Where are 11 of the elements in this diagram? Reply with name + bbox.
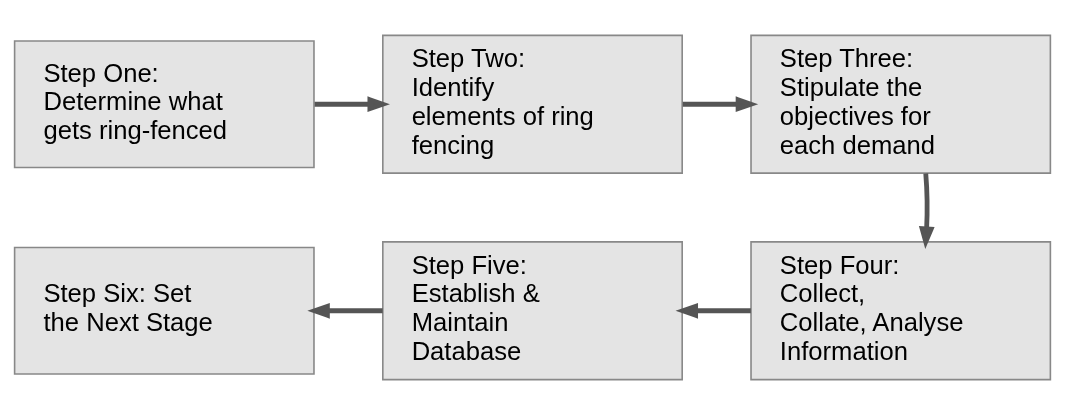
node-box: Step One: Determine what gets ring-fenced bbox=[13, 40, 315, 169]
node-box: Step Three: Stipulate the objectives for each demand bbox=[750, 34, 1052, 174]
arrow bbox=[675, 302, 751, 319]
node-box: Step Five: Establish & Maintain Database bbox=[382, 241, 683, 381]
arrow bbox=[307, 302, 383, 319]
node-box: Step Two: Identify elements of ring fencing bbox=[382, 34, 683, 174]
arrow bbox=[918, 173, 935, 249]
arrow bbox=[682, 96, 759, 113]
arrow bbox=[314, 96, 390, 113]
node-box: Step Four: Collect, Collate, Analyse Information bbox=[750, 241, 1052, 381]
node-box: Step Six: Set the Next Stage bbox=[13, 246, 315, 375]
